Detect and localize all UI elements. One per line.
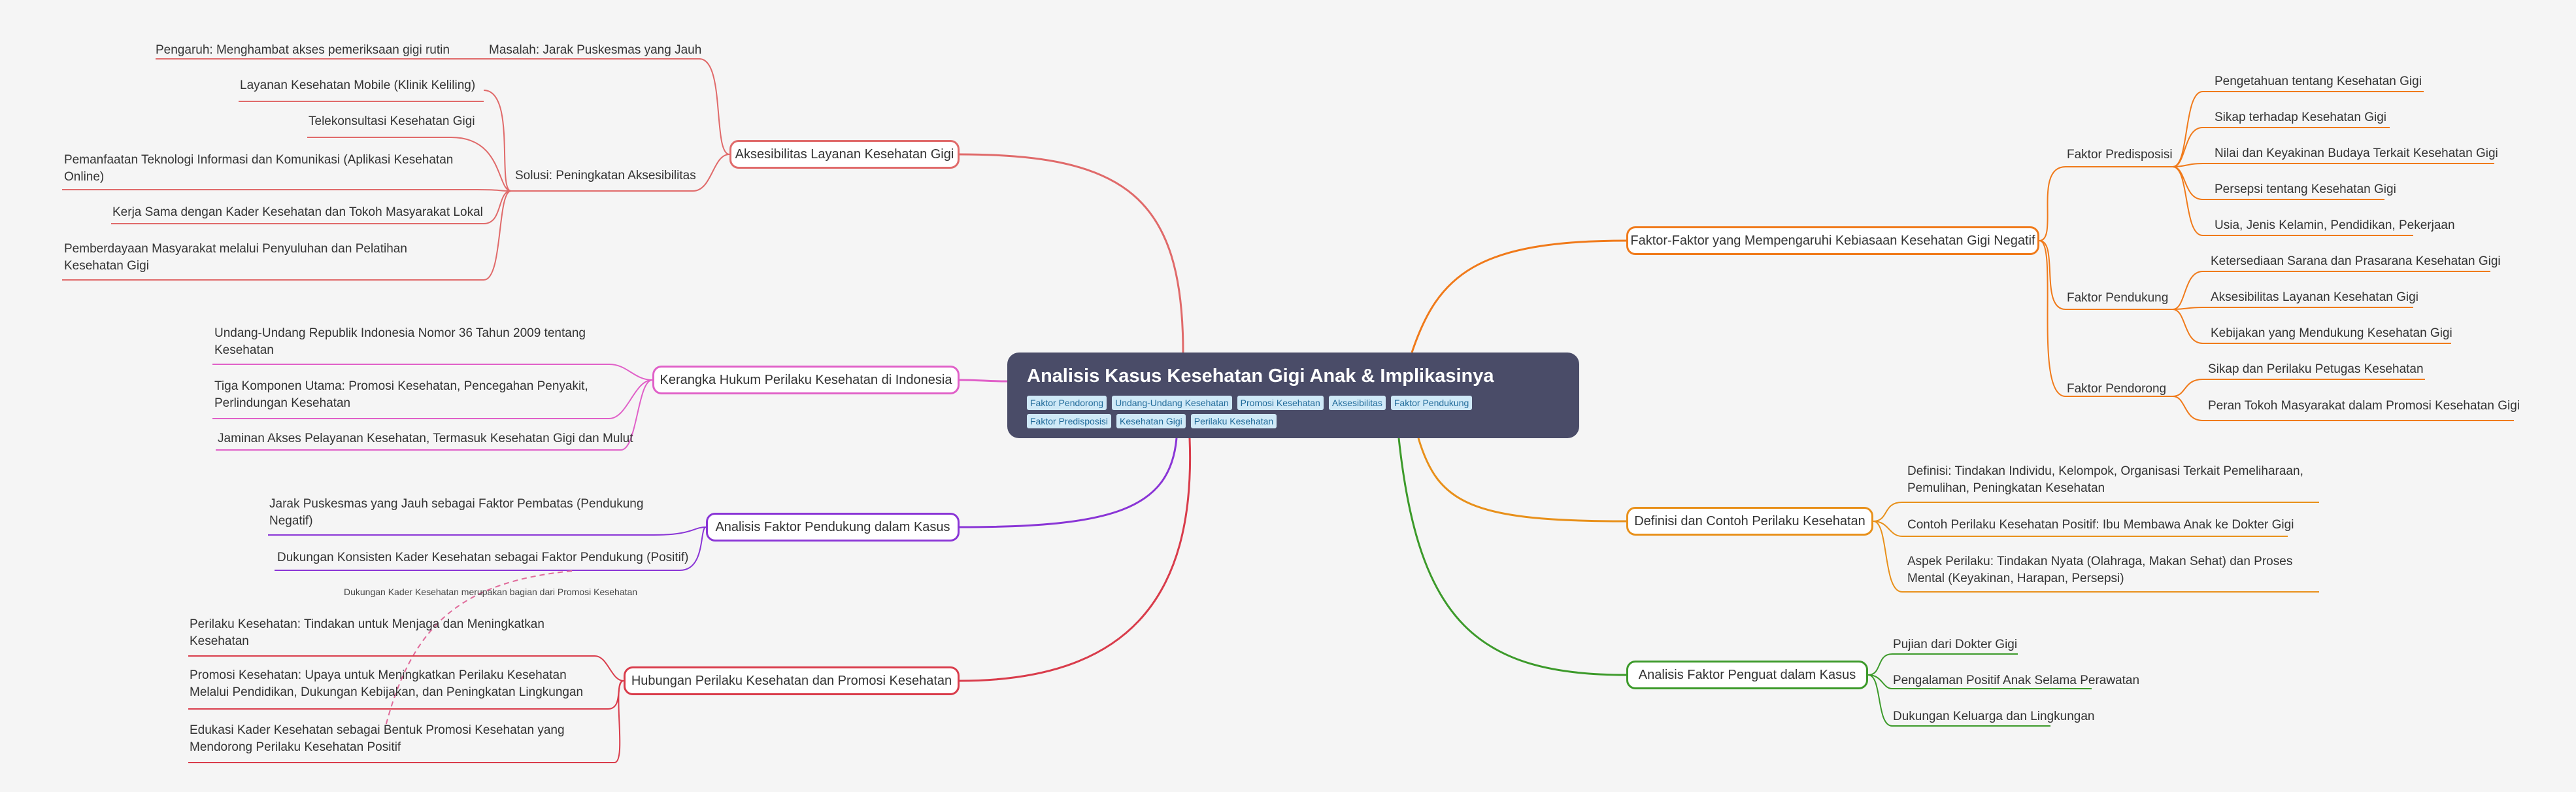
group-pendorong[interactable]: Faktor Pendorong (2067, 382, 2167, 396)
branch-aksesibilitas[interactable]: Aksesibilitas Layanan Kesehatan Gigi (729, 140, 960, 169)
penguat-item[interactable]: Pujian dari Dokter Gigi (1893, 638, 2018, 651)
node-masalah[interactable]: Masalah: Jarak Puskesmas yang Jauh (489, 43, 702, 57)
root-tags: Faktor Pendorong Undang-Undang Kesehatan… (1027, 396, 1511, 428)
connector-hubungan (959, 438, 1192, 682)
branch-hukum[interactable]: Kerangka Hukum Perilaku Kesehatan di Ind… (652, 366, 960, 394)
faktor-item[interactable]: Kebijakan yang Mendukung Kesehatan Gigi (2211, 326, 2452, 340)
definisi-item[interactable]: Definisi: Tindakan Individu, Kelompok, O… (1907, 464, 2303, 495)
faktor-item[interactable]: Sikap dan Perilaku Petugas Kesehatan (2208, 362, 2424, 376)
solusi-item[interactable]: Kerja Sama dengan Kader Kesehatan dan To… (112, 205, 483, 219)
connector-pendukung (959, 438, 1178, 528)
hubungan-item[interactable]: Perilaku Kesehatan: Tindakan untuk Menja… (190, 617, 544, 648)
branch-penguat[interactable]: Analisis Faktor Penguat dalam Kasus (1626, 661, 1868, 689)
connector-aksesibilitas (959, 153, 1184, 353)
cross-link-note: Dukungan Kader Kesehatan merupakan bagia… (344, 587, 638, 597)
connector-penguat (1397, 438, 1627, 676)
tag[interactable]: Promosi Kesehatan (1237, 396, 1324, 410)
penguat-item[interactable]: Dukungan Keluarga dan Lingkungan (1893, 710, 2095, 723)
hukum-item[interactable]: Tiga Komponen Utama: Promosi Kesehatan, … (214, 379, 588, 410)
hubungan-item[interactable]: Edukasi Kader Kesehatan sebagai Bentuk P… (190, 723, 565, 754)
tag[interactable]: Kesehatan Gigi (1116, 414, 1186, 428)
solusi-item[interactable]: Layanan Kesehatan Mobile (Klinik Kelilin… (240, 78, 476, 92)
faktor-item[interactable]: Usia, Jenis Kelamin, Pendidikan, Pekerja… (2215, 218, 2455, 232)
branch-pendukung[interactable]: Analisis Faktor Pendukung dalam Kasus (706, 513, 960, 542)
hukum-item[interactable]: Jaminan Akses Pelayanan Kesehatan, Terma… (218, 432, 633, 445)
solusi-item[interactable]: Pemberdayaan Masyarakat melalui Penyuluh… (64, 242, 407, 273)
node-pengaruh[interactable]: Pengaruh: Menghambat akses pemeriksaan g… (156, 43, 450, 57)
root-node[interactable]: Analisis Kasus Kesehatan Gigi Anak & Imp… (1007, 353, 1579, 438)
tag[interactable]: Faktor Pendukung (1390, 396, 1473, 410)
solusi-item[interactable]: Pemanfaatan Teknologi Informasi dan Komu… (64, 153, 454, 184)
definisi-item[interactable]: Aspek Perilaku: Tindakan Nyata (Olahraga… (1907, 555, 2293, 585)
branch-definisi[interactable]: Definisi dan Contoh Perilaku Kesehatan (1626, 507, 1873, 536)
pendukung-item[interactable]: Jarak Puskesmas yang Jauh sebagai Faktor… (269, 497, 644, 528)
faktor-item[interactable]: Pengetahuan tentang Kesehatan Gigi (2215, 75, 2422, 88)
faktor-item[interactable]: Peran Tokoh Masyarakat dalam Promosi Kes… (2208, 399, 2520, 413)
hubungan-item[interactable]: Promosi Kesehatan: Upaya untuk Meningkat… (190, 668, 584, 699)
tag[interactable]: Undang-Undang Kesehatan (1112, 396, 1232, 410)
branch-faktor[interactable]: Faktor-Faktor yang Mempengaruhi Kebiasaa… (1626, 226, 2039, 255)
pendukung-item[interactable]: Dukungan Konsisten Kader Kesehatan sebag… (277, 551, 689, 564)
faktor-item[interactable]: Nilai dan Keyakinan Budaya Terkait Keseh… (2215, 146, 2498, 160)
branch-hubungan[interactable]: Hubungan Perilaku Kesehatan dan Promosi … (624, 666, 960, 695)
solusi-item[interactable]: Telekonsultasi Kesehatan Gigi (309, 114, 475, 128)
connector-hukum (959, 379, 1008, 383)
faktor-item[interactable]: Persepsi tentang Kesehatan Gigi (2215, 182, 2396, 196)
faktor-item[interactable]: Sikap terhadap Kesehatan Gigi (2215, 111, 2387, 124)
definisi-item[interactable]: Contoh Perilaku Kesehatan Positif: Ibu M… (1907, 518, 2294, 532)
tag[interactable]: Faktor Predisposisi (1027, 414, 1112, 428)
group-pendukung[interactable]: Faktor Pendukung (2067, 291, 2169, 305)
tag[interactable]: Aksesibilitas (1328, 396, 1386, 410)
tag[interactable]: Faktor Pendorong (1027, 396, 1107, 410)
group-predisposisi[interactable]: Faktor Predisposisi (2067, 148, 2173, 162)
faktor-item[interactable]: Ketersediaan Sarana dan Prasarana Keseha… (2211, 254, 2501, 268)
tag[interactable]: Perilaku Kesehatan (1190, 414, 1277, 428)
node-solusi[interactable]: Solusi: Peningkatan Aksesibilitas (515, 169, 696, 182)
hukum-item[interactable]: Undang-Undang Republik Indonesia Nomor 3… (214, 326, 586, 357)
connector-definisi (1417, 438, 1627, 523)
root-title: Analisis Kasus Kesehatan Gigi Anak & Imp… (1027, 366, 1494, 387)
connector-faktor (1411, 239, 1627, 353)
faktor-item[interactable]: Aksesibilitas Layanan Kesehatan Gigi (2211, 290, 2418, 304)
penguat-item[interactable]: Pengalaman Positif Anak Selama Perawatan (1893, 674, 2140, 687)
